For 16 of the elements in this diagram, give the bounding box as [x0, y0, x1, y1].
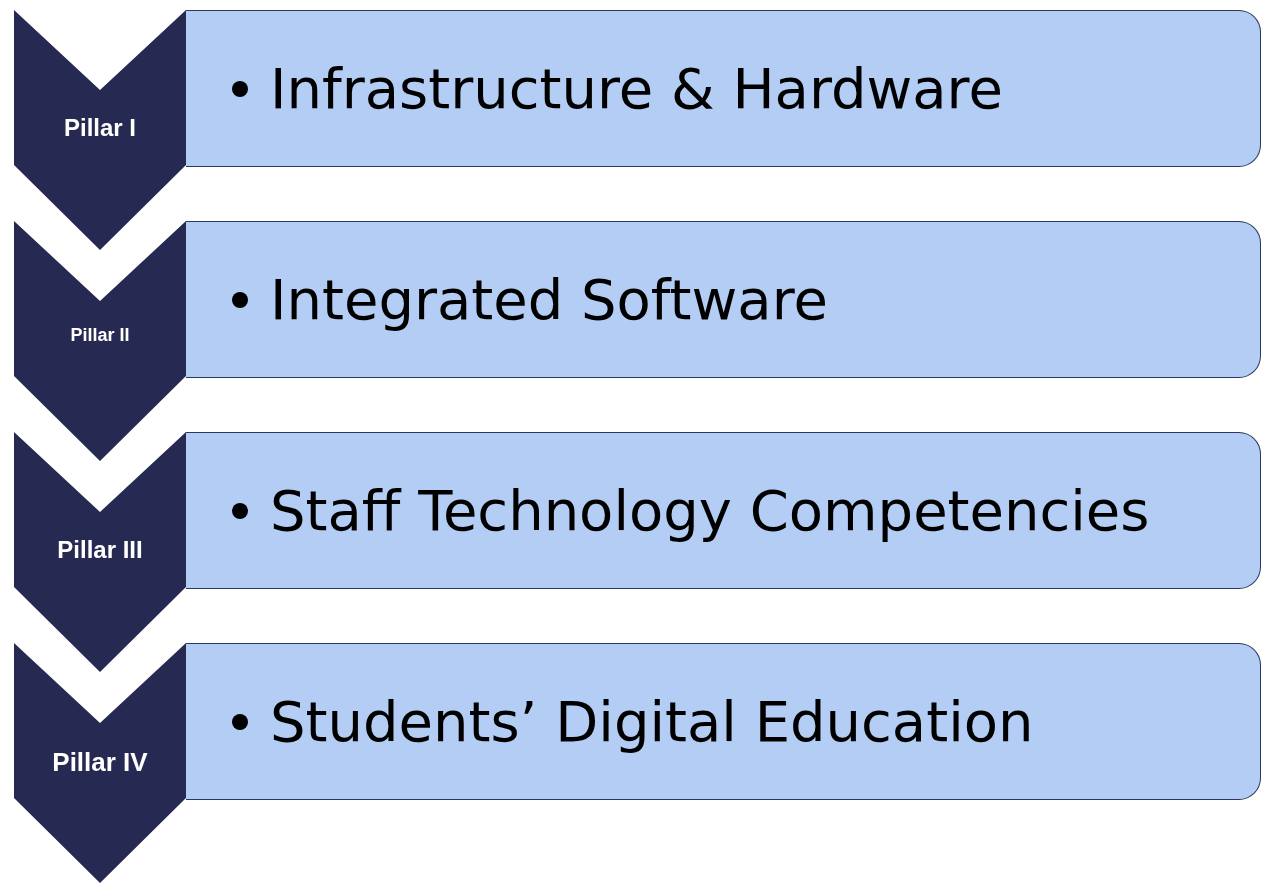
- pillar-label: Pillar IV: [51, 747, 149, 778]
- item-text: Integrated Software: [270, 267, 828, 332]
- content-box: [186, 643, 1261, 800]
- pillar-label: Pillar II: [69, 325, 131, 346]
- content-box: [186, 10, 1261, 167]
- chevron-shape: [14, 643, 186, 883]
- item-text: Students’ Digital Education: [270, 689, 1034, 754]
- pillar-label: Pillar III: [56, 536, 144, 564]
- item-text: Infrastructure & Hardware: [270, 56, 1003, 121]
- chevron-shape: [14, 221, 186, 461]
- chevron-shape: [14, 432, 186, 672]
- item-text: Staff Technology Competencies: [270, 478, 1150, 543]
- content-box: [186, 221, 1261, 378]
- chevron-shape: [14, 10, 186, 250]
- content-box: [186, 432, 1261, 589]
- pillar-label: Pillar I: [62, 114, 137, 142]
